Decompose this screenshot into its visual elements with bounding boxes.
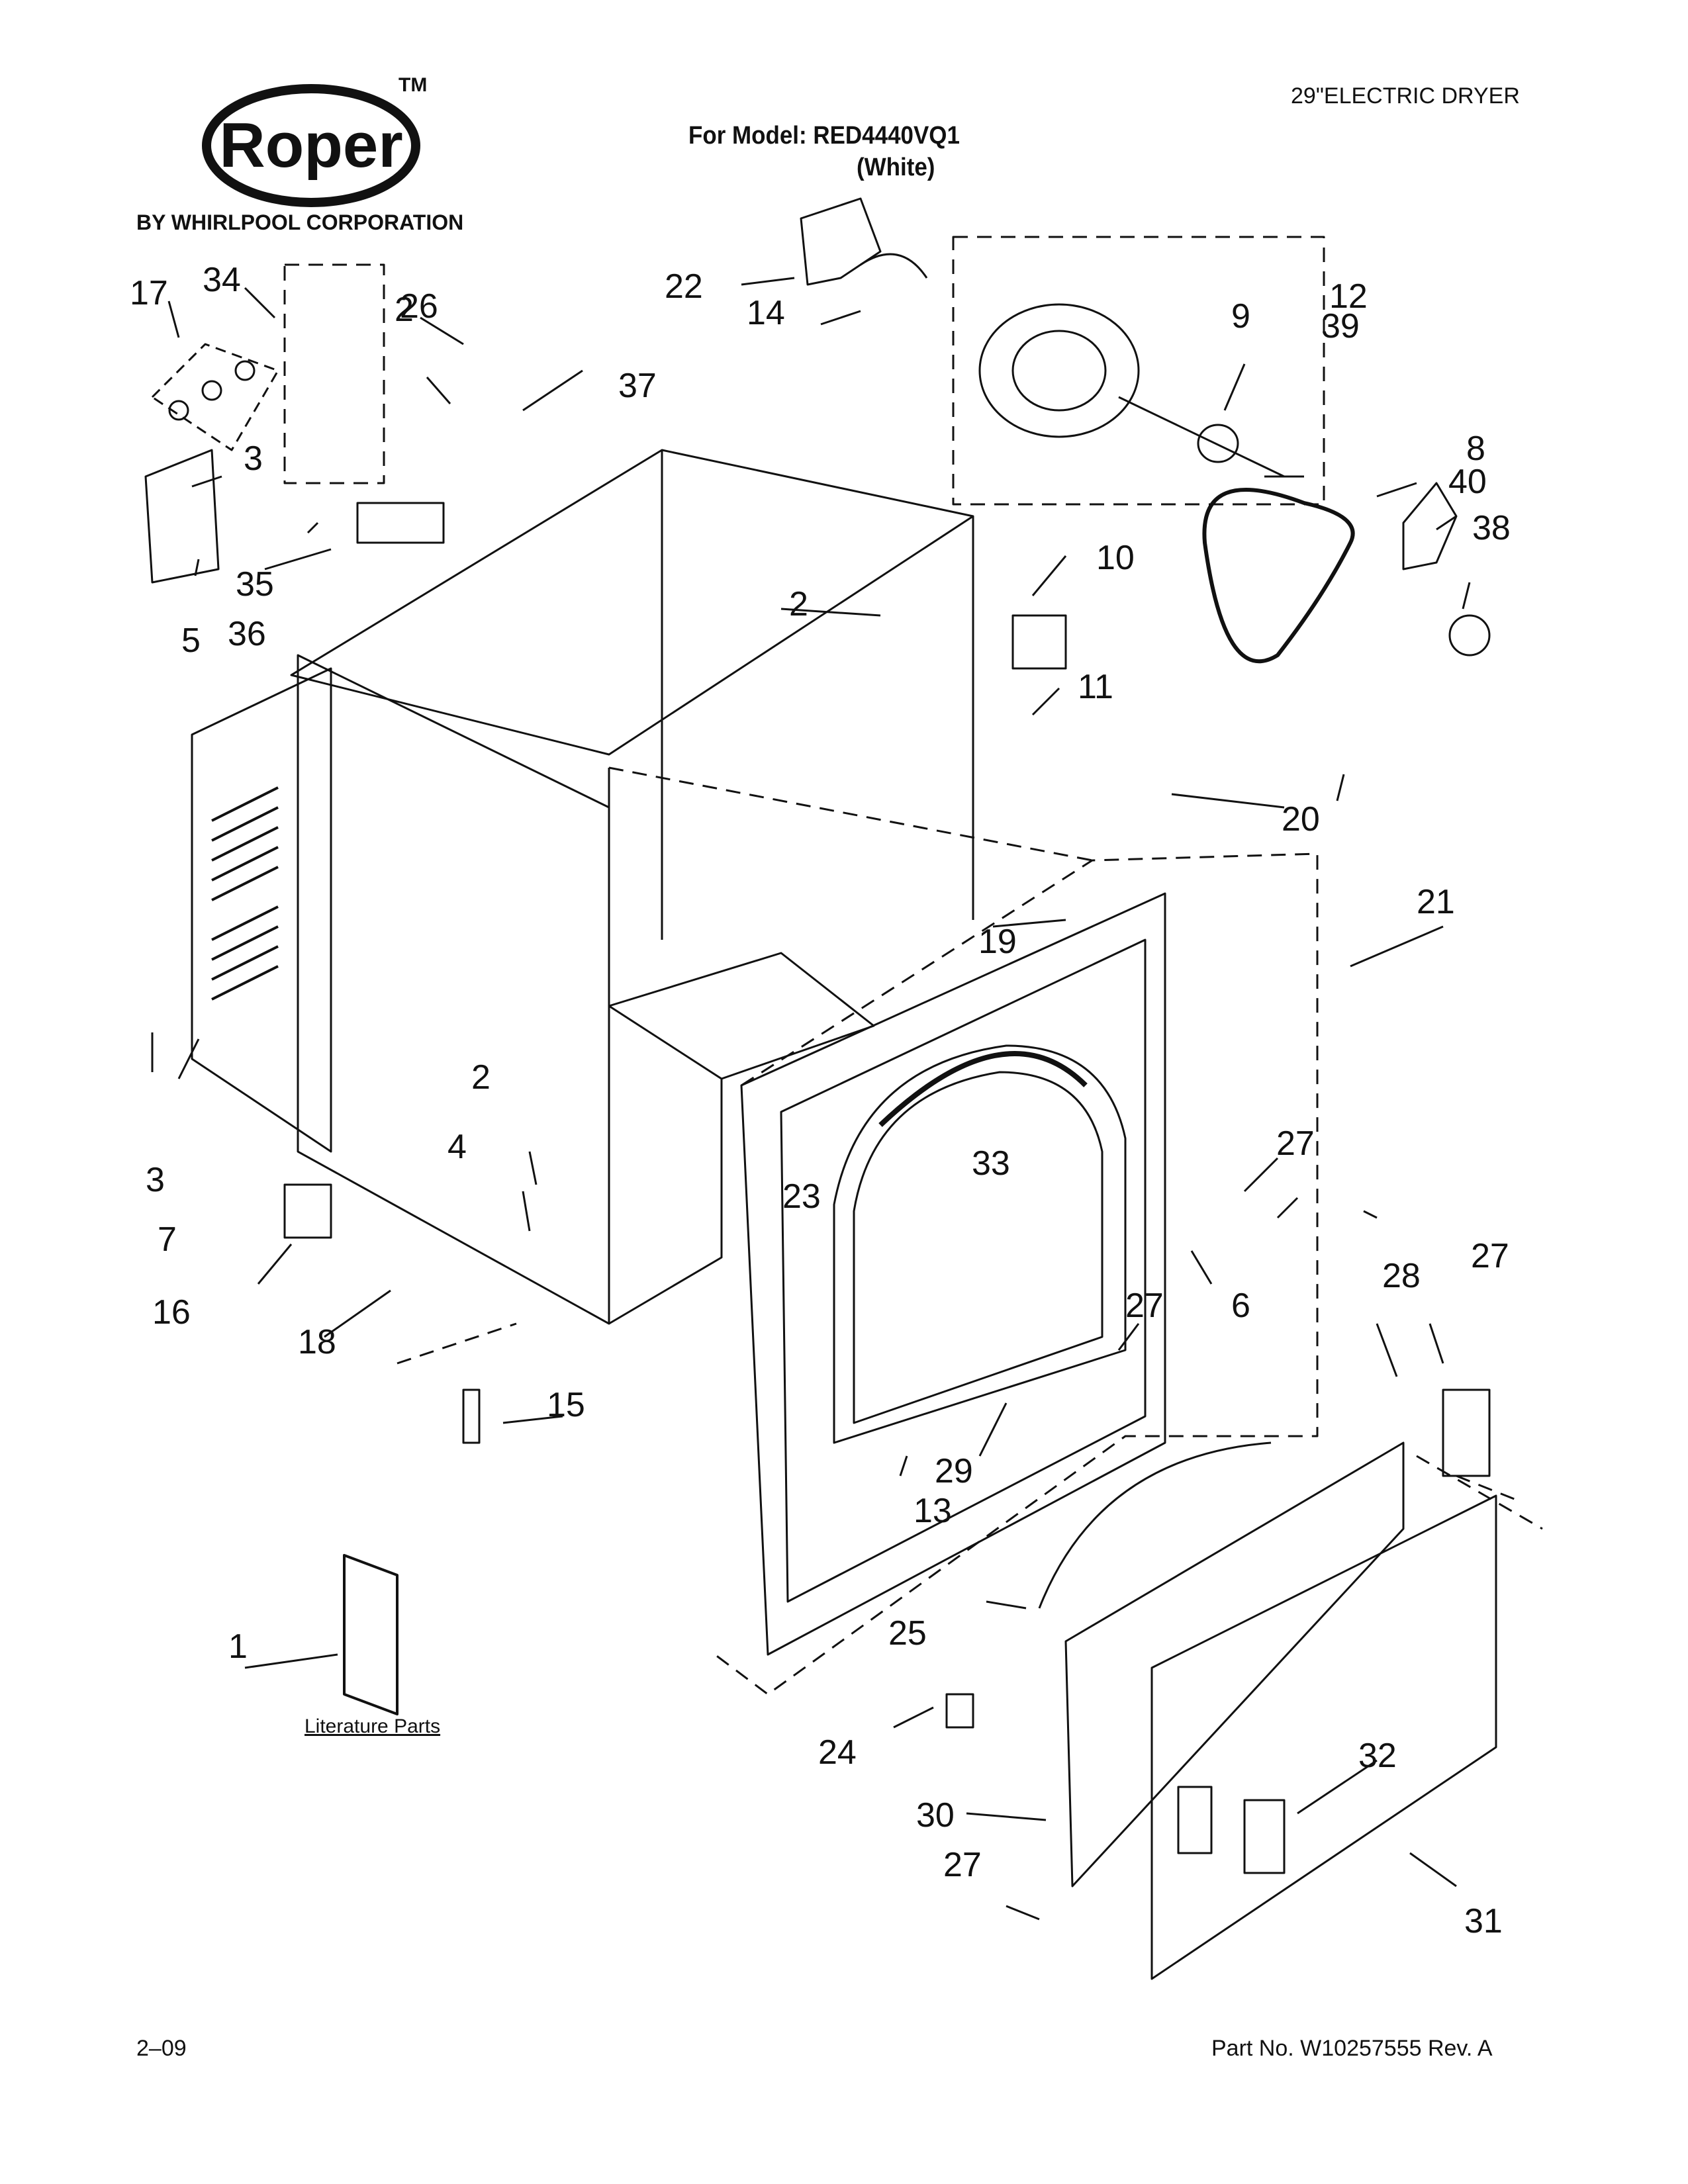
cabinet-base	[608, 952, 875, 1080]
callout-28: 28	[1382, 1257, 1421, 1295]
literature-parts-label: Literature Parts	[305, 1715, 441, 1737]
callout-35: 35	[236, 565, 274, 604]
motor-bracket	[800, 197, 882, 286]
callout-7: 7	[158, 1220, 177, 1259]
callout-29: 29	[935, 1452, 973, 1490]
callout-12: 12	[1329, 277, 1368, 316]
brand-name: Roper	[219, 110, 402, 181]
callout-3: 3	[244, 439, 263, 478]
door-strike	[945, 1693, 974, 1729]
callout-11: 11	[1078, 668, 1113, 706]
callout-40: 40	[1448, 463, 1487, 501]
callout-13: 13	[914, 1492, 952, 1530]
product-title: 29"ELECTRIC DRYER	[1291, 83, 1520, 109]
cabinet-side-panel	[297, 654, 610, 1325]
callout-18: 18	[298, 1323, 336, 1361]
trademark-mark: TM	[399, 74, 428, 96]
front-panel	[740, 892, 1166, 1656]
door-opening	[833, 1044, 1127, 1444]
callout-22: 22	[665, 267, 703, 306]
callout-16: 16	[152, 1293, 191, 1332]
door-switch	[1011, 614, 1067, 670]
dryer-door	[1150, 1494, 1497, 1980]
motor-pulley	[1197, 424, 1239, 463]
footer-part-number: Part No. W10257555 Rev. A	[1211, 2036, 1493, 2061]
brand-byline: BY WHIRLPOOL CORPORATION	[136, 210, 464, 234]
callout-38: 38	[1472, 509, 1511, 547]
callout-21: 21	[1417, 883, 1455, 921]
callout-39: 39	[1321, 307, 1360, 345]
idler-pulley	[1448, 614, 1491, 657]
callout-14: 14	[747, 294, 785, 332]
idler-bracket	[1402, 482, 1458, 570]
callout-9: 9	[1231, 297, 1250, 336]
callout-34: 34	[203, 261, 241, 299]
callout-23: 23	[782, 1177, 821, 1216]
model-color: (White)	[857, 154, 935, 181]
callout-17: 17	[130, 274, 168, 312]
rear-panel	[191, 667, 332, 1153]
callout-5: 5	[181, 621, 201, 660]
callout-2: 2	[395, 291, 414, 329]
callout-37: 37	[618, 367, 657, 405]
callout-2: 2	[789, 585, 808, 623]
footer-date: 2–09	[136, 2036, 187, 2061]
leveling-leg	[283, 1183, 332, 1239]
power-cord-kit	[283, 263, 385, 484]
callout-33: 33	[972, 1144, 1010, 1183]
callout-27: 27	[943, 1846, 982, 1884]
door-handle	[1243, 1799, 1286, 1874]
cabinet-top-frame	[290, 449, 974, 756]
roper-logo: Roper	[202, 84, 420, 207]
callout-20: 20	[1282, 800, 1320, 839]
callout-10: 10	[1096, 539, 1135, 577]
callout-27: 27	[1125, 1287, 1164, 1325]
callout-1: 1	[228, 1627, 248, 1666]
motor-assembly-box	[952, 236, 1325, 506]
lint-filter-gasket	[878, 1051, 1088, 1127]
drive-belt	[1202, 488, 1355, 664]
callout-27: 27	[1471, 1237, 1509, 1275]
door-hinge	[1442, 1388, 1491, 1477]
terminal-block	[356, 502, 445, 544]
terminal-cover	[144, 449, 220, 584]
callout-3: 3	[146, 1161, 165, 1199]
literature-box	[343, 1554, 399, 1715]
callout-24: 24	[818, 1733, 857, 1772]
motor-clip	[860, 253, 928, 279]
callout-19: 19	[978, 923, 1017, 961]
callout-25: 25	[888, 1614, 927, 1653]
callout-31: 31	[1464, 1902, 1503, 1940]
callout-6: 6	[1231, 1287, 1250, 1325]
callout-2: 2	[471, 1058, 491, 1097]
model-title: For Model: RED4440VQ1	[688, 122, 960, 150]
door-inner-panel	[1064, 1441, 1405, 1888]
callout-30: 30	[916, 1796, 955, 1835]
callout-32: 32	[1358, 1737, 1397, 1775]
knob-set	[151, 343, 279, 451]
callout-27: 27	[1276, 1124, 1315, 1163]
base-bracket	[462, 1388, 481, 1444]
callout-8: 8	[1466, 430, 1485, 468]
callout-36: 36	[228, 615, 266, 653]
callout-15: 15	[547, 1386, 585, 1424]
drive-motor	[978, 303, 1140, 438]
callout-26: 26	[400, 287, 438, 326]
callout-4: 4	[447, 1128, 467, 1166]
